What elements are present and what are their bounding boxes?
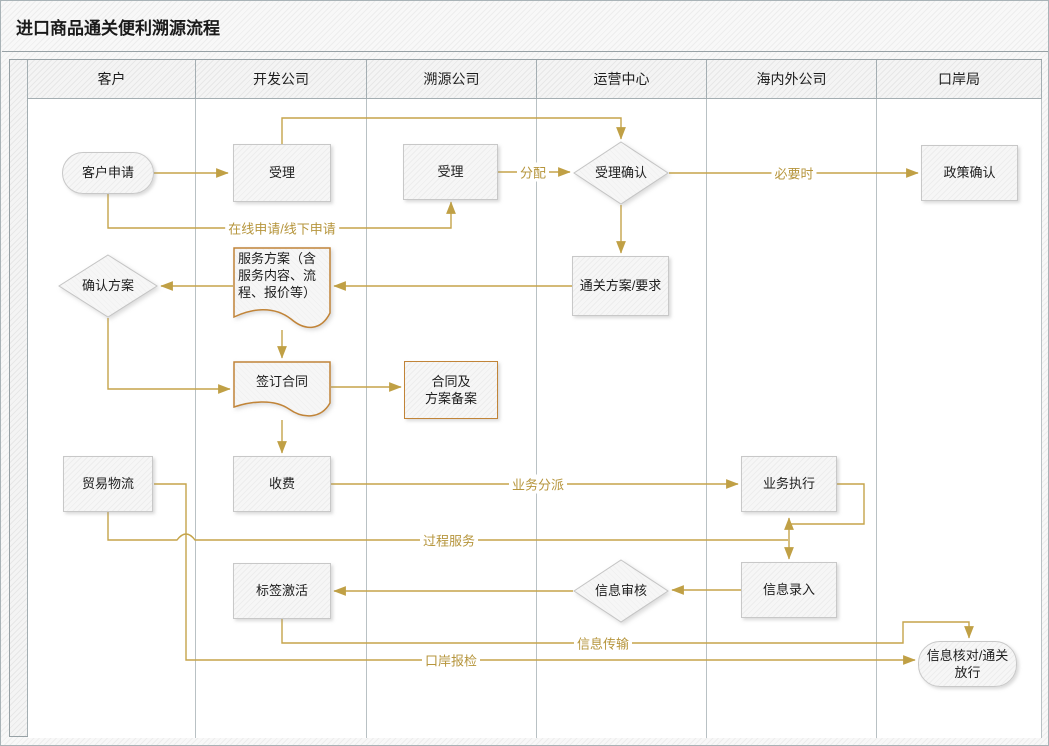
node-policy-confirm: 政策确认 (921, 145, 1018, 201)
lane-header-port-bureau: 口岸局 (877, 60, 1042, 99)
node-service-plan: 服务方案（含服务内容、流程、报价等） (233, 247, 331, 331)
edge-label-online-apply: 在线申请/线下申请 (225, 218, 339, 238)
edge-info-transfer (281, 619, 974, 644)
edge-label-when-necessary: 必要时 (771, 163, 817, 183)
node-sign-contract: 签订合同 (233, 361, 331, 421)
edge-label-assign: 分配 (516, 162, 550, 182)
edge-process-service (107, 512, 788, 541)
document-shape (233, 361, 331, 417)
lane-overseas-company (707, 99, 877, 738)
node-charge: 收费 (233, 456, 331, 512)
node-clearance-plan: 通关方案/要求 (572, 256, 669, 316)
lane-header-customer: 客户 (28, 60, 196, 99)
lane-header-trace-company: 溯源公司 (367, 60, 537, 99)
node-confirm-plan: 确认方案 (58, 254, 158, 318)
lane-operation-center (537, 99, 707, 738)
node-info-entry: 信息录入 (741, 562, 837, 618)
node-accept-dev: 受理 (233, 144, 331, 202)
node-info-review: 信息审核 (573, 559, 669, 623)
title-bar: 进口商品通关便利溯源流程 (2, 2, 1048, 52)
node-accept-confirm: 受理确认 (573, 141, 669, 205)
edge-label-business-dispatch: 业务分派 (508, 474, 568, 494)
edge-business-exec-loop (790, 483, 865, 525)
diamond-shape (573, 141, 669, 205)
node-accept-trace: 受理 (403, 144, 498, 200)
lane-header-operation-center: 运营中心 (537, 60, 707, 99)
edge-label-info-transfer: 信息传输 (573, 633, 633, 653)
node-trade-logistics: 贸易物流 (63, 456, 153, 512)
edge-confirm-plan-to-sign (107, 318, 231, 394)
edge-label-port-inspection: 口岸报检 (421, 650, 481, 670)
lane-header-dev-company: 开发公司 (196, 60, 367, 99)
node-customer-apply: 客户申请 (62, 152, 154, 194)
edge-accept-dev-to-confirm (281, 117, 626, 144)
diagram-title: 进口商品通关便利溯源流程 (16, 19, 220, 38)
lane-customer (28, 99, 196, 738)
node-label-activate: 标签激活 (233, 563, 331, 619)
lane-port-bureau (877, 99, 1042, 738)
swimlane-side-strip (10, 60, 28, 736)
edge-port-inspection (154, 483, 916, 665)
document-shape (233, 247, 331, 328)
node-info-check-release: 信息核对/通关放行 (918, 641, 1017, 687)
edge-label-process-service: 过程服务 (419, 530, 479, 550)
diamond-shape (573, 559, 669, 623)
diamond-shape (58, 254, 158, 318)
node-business-exec: 业务执行 (741, 456, 837, 512)
lane-header-overseas-company: 海内外公司 (707, 60, 877, 99)
node-contract-filing: 合同及 方案备案 (404, 361, 498, 419)
